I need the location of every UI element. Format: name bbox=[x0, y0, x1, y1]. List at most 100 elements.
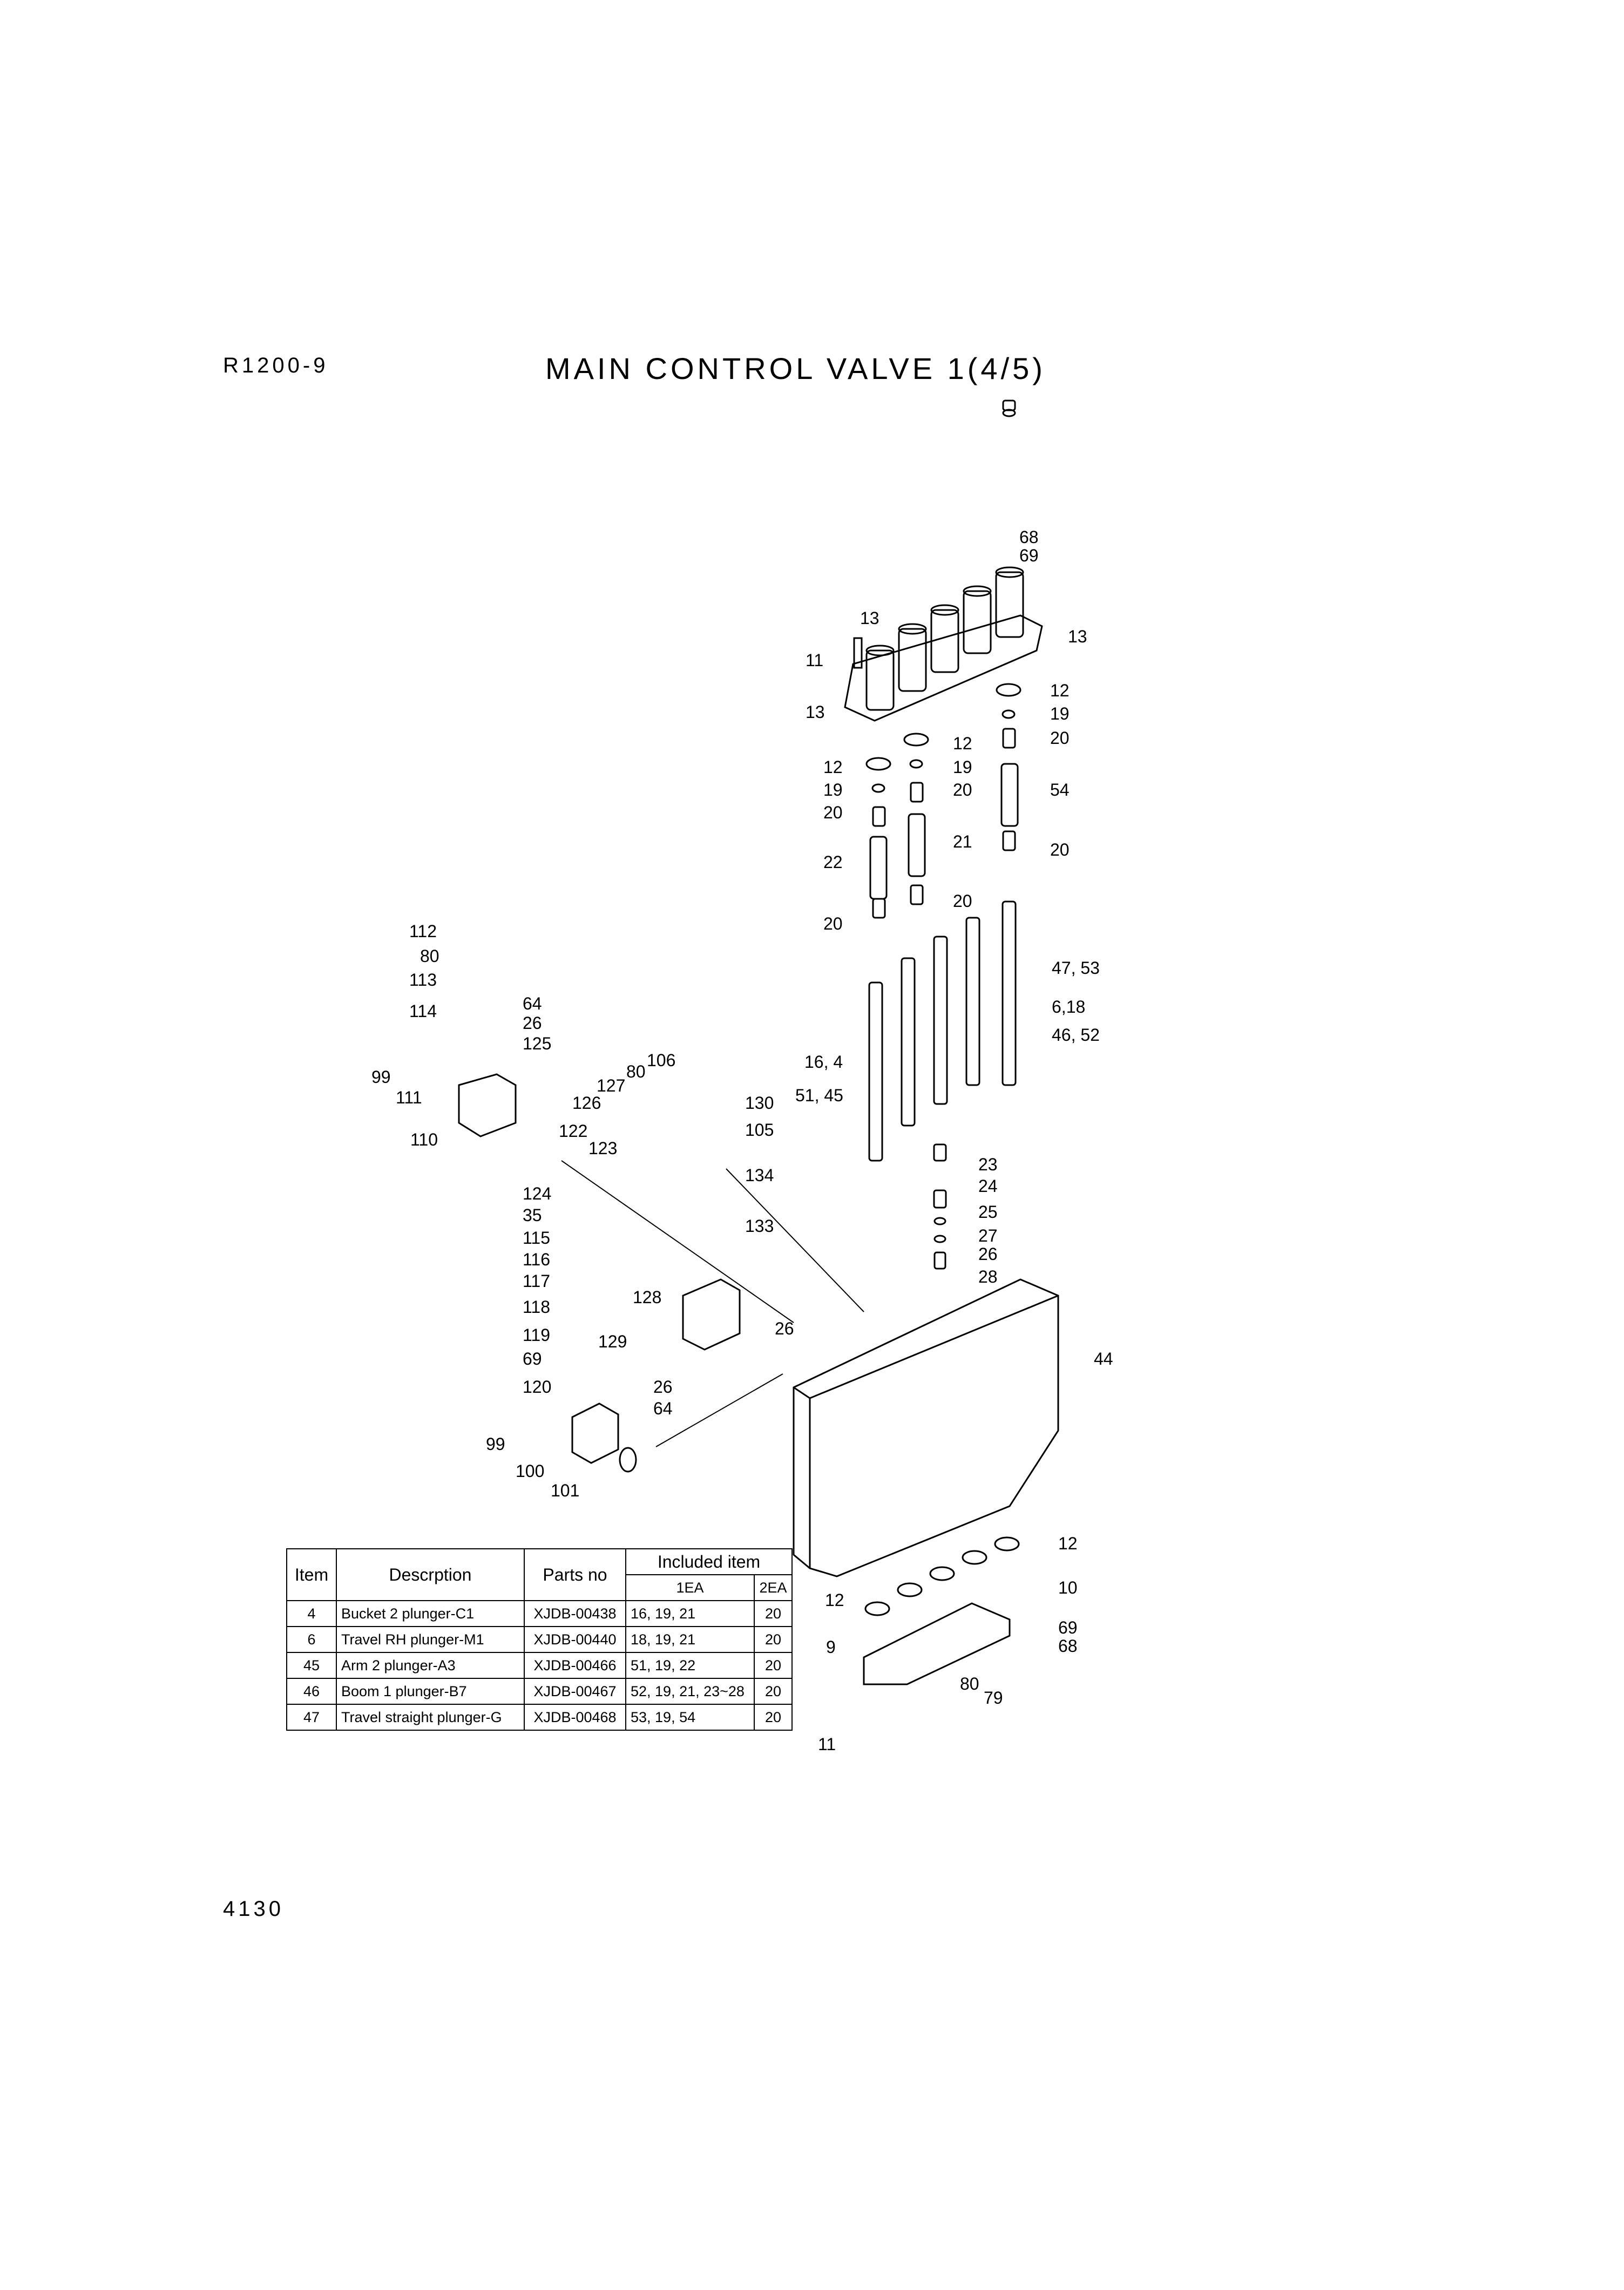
callout: 118 bbox=[523, 1297, 550, 1317]
callout: 113 bbox=[409, 970, 437, 990]
table-row: 45 Arm 2 plunger-A3 XJDB-00466 51, 19, 2… bbox=[286, 1652, 793, 1679]
pilot-cover-block bbox=[844, 614, 1043, 722]
header-2ea: 2EA bbox=[754, 1574, 793, 1601]
callout: 46, 52 bbox=[1052, 1025, 1100, 1045]
callout: 129 bbox=[598, 1332, 627, 1351]
callout: 69 bbox=[523, 1349, 542, 1368]
parts-table: Item Descrption Parts no Included item 1… bbox=[286, 1548, 793, 1731]
flange bbox=[571, 1403, 619, 1464]
callout: 47, 53 bbox=[1052, 958, 1100, 978]
callout: 80 bbox=[420, 946, 439, 966]
callout-labels: 68 69 13 13 11 13 12 19 20 12 12 19 19 2… bbox=[371, 527, 1113, 1754]
cell-1ea: 51, 19, 22 bbox=[625, 1652, 755, 1679]
table-row: 4 Bucket 2 plunger-C1 XJDB-00438 16, 19,… bbox=[286, 1600, 793, 1627]
cell-description: Arm 2 plunger-A3 bbox=[336, 1652, 525, 1679]
table-row: 6 Travel RH plunger-M1 XJDB-00440 18, 19… bbox=[286, 1626, 793, 1653]
pilot-cap bbox=[995, 571, 1024, 638]
cell-description: Travel RH plunger-M1 bbox=[336, 1626, 525, 1653]
model-code: R1200-9 bbox=[223, 354, 329, 377]
callout: 99 bbox=[486, 1434, 505, 1454]
spring bbox=[1000, 763, 1019, 827]
callout: 44 bbox=[1094, 1349, 1113, 1368]
callout: 122 bbox=[559, 1121, 587, 1141]
plunger bbox=[965, 917, 980, 1086]
cell-2ea: 20 bbox=[754, 1704, 793, 1731]
cell-2ea: 20 bbox=[754, 1652, 793, 1679]
callout: 26 bbox=[653, 1377, 673, 1397]
callout: 12 bbox=[825, 1590, 844, 1610]
callout: 24 bbox=[978, 1176, 998, 1196]
spring bbox=[908, 813, 926, 877]
callout: 79 bbox=[984, 1688, 1003, 1708]
callout: 12 bbox=[953, 734, 972, 753]
callout: 25 bbox=[978, 1202, 998, 1222]
o-ring bbox=[865, 757, 891, 771]
callout: 26 bbox=[523, 1013, 542, 1033]
callout: 130 bbox=[745, 1093, 774, 1113]
table-subheader-row: 1EA 2EA bbox=[287, 1574, 793, 1601]
bottom-cover bbox=[863, 1602, 1011, 1685]
callout: 28 bbox=[978, 1267, 998, 1286]
callout: 128 bbox=[633, 1288, 661, 1307]
o-ring bbox=[619, 1447, 637, 1473]
bolt bbox=[853, 637, 863, 669]
o-ring bbox=[996, 683, 1021, 697]
callout: 119 bbox=[523, 1325, 550, 1345]
callout: 13 bbox=[860, 608, 879, 628]
callout: 69 bbox=[1058, 1618, 1078, 1637]
pilot-cap bbox=[930, 609, 959, 673]
cell-parts-no: XJDB-00440 bbox=[524, 1626, 626, 1653]
main-valve-housing bbox=[793, 1278, 1059, 1577]
callout: 20 bbox=[1050, 728, 1070, 748]
plunger bbox=[933, 936, 948, 1105]
callout: 19 bbox=[1050, 704, 1070, 723]
callout: 35 bbox=[523, 1205, 542, 1225]
callout: 101 bbox=[551, 1481, 579, 1500]
pilot-cap bbox=[898, 628, 927, 692]
callout: 80 bbox=[960, 1674, 979, 1693]
callout: 112 bbox=[409, 922, 437, 941]
callout: 11 bbox=[806, 651, 823, 670]
callout: 99 bbox=[371, 1067, 391, 1087]
callout: 133 bbox=[745, 1216, 774, 1236]
plunger bbox=[901, 957, 916, 1127]
callout: 64 bbox=[523, 994, 542, 1013]
cell-2ea: 20 bbox=[754, 1678, 793, 1705]
o-ring bbox=[903, 733, 929, 747]
aux-valve-block bbox=[682, 1278, 741, 1351]
cell-description: Travel straight plunger-G bbox=[336, 1704, 525, 1731]
callout: 11 bbox=[818, 1735, 836, 1754]
callout: 16, 4 bbox=[804, 1052, 843, 1072]
callout: 134 bbox=[745, 1166, 774, 1185]
callout: 106 bbox=[647, 1051, 675, 1070]
callout: 20 bbox=[823, 914, 843, 933]
cell-description: Bucket 2 plunger-C1 bbox=[336, 1600, 525, 1627]
callout: 124 bbox=[523, 1184, 551, 1203]
cell-parts-no: XJDB-00466 bbox=[524, 1652, 626, 1679]
callout: 20 bbox=[1050, 840, 1070, 859]
cell-2ea: 20 bbox=[754, 1626, 793, 1653]
callout: 115 bbox=[523, 1228, 550, 1248]
callout: 13 bbox=[1068, 627, 1087, 646]
callout: 68 bbox=[1019, 527, 1039, 547]
spring bbox=[869, 836, 888, 900]
cell-1ea: 16, 19, 21 bbox=[625, 1600, 755, 1627]
callout: 64 bbox=[653, 1399, 673, 1418]
plug bbox=[1002, 399, 1016, 411]
callout: 69 bbox=[1019, 546, 1039, 565]
callout: 10 bbox=[1058, 1578, 1078, 1597]
cell-item: 46 bbox=[286, 1678, 337, 1705]
callout: 126 bbox=[572, 1093, 601, 1113]
callout: 27 bbox=[978, 1226, 998, 1245]
callout: 123 bbox=[588, 1139, 617, 1158]
plunger bbox=[1002, 900, 1017, 1086]
callout: 68 bbox=[1058, 1636, 1078, 1656]
callout: 22 bbox=[823, 852, 843, 872]
cell-item: 4 bbox=[286, 1600, 337, 1627]
callout: 20 bbox=[953, 891, 972, 911]
callout: 54 bbox=[1050, 780, 1070, 800]
table-header-row: Item Descrption Parts no Included item bbox=[286, 1548, 793, 1601]
cell-2ea: 20 bbox=[754, 1600, 793, 1627]
cell-item: 47 bbox=[286, 1704, 337, 1731]
